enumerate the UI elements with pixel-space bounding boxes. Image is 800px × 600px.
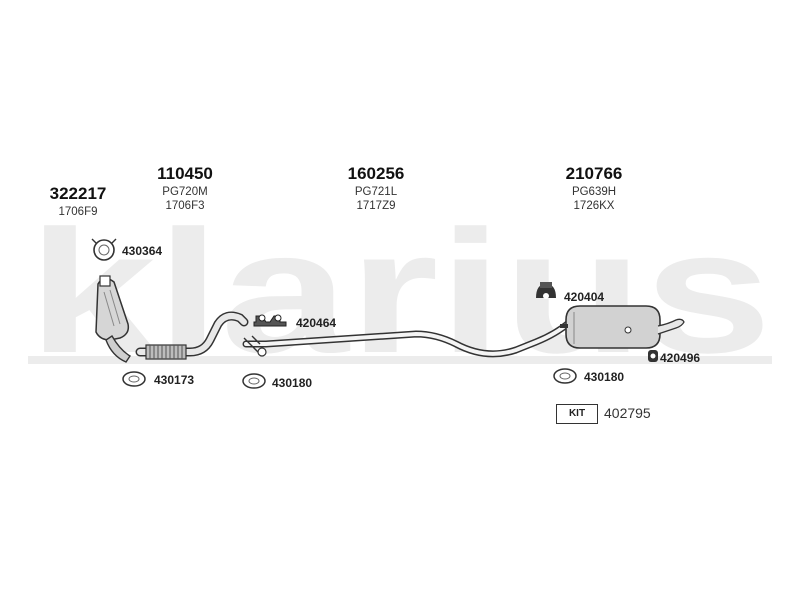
part-code-secondary: 1717Z9	[356, 200, 396, 212]
clamp-oval-icon	[122, 371, 146, 387]
part-number: 210766	[565, 164, 623, 183]
rubber-mount-icon	[253, 314, 287, 327]
part-code-secondary: 1706F3	[165, 200, 205, 212]
part-code: PG721L	[354, 186, 398, 198]
callout-mount: 420404	[564, 290, 605, 304]
part-header-3: 160256 PG721L 1717Z9	[336, 164, 416, 212]
callout-clamp: 430173	[154, 373, 195, 387]
callout-clamp: 430180	[584, 370, 625, 384]
part-header-2: 110450 PG720M 1706F3	[145, 164, 225, 212]
callout-mount: 420496	[660, 351, 701, 365]
callout-clamp: 430364	[122, 244, 163, 258]
kit-box: KIT	[556, 404, 598, 424]
part-code: 1706F9	[58, 206, 98, 218]
part-number: 322217	[49, 184, 107, 203]
part-number: 110450	[157, 164, 213, 183]
centre-pipe-icon	[242, 318, 574, 358]
part-header-1: 322217 1706F9	[38, 184, 118, 218]
part-code: PG639H	[571, 186, 617, 198]
part-number: 160256	[347, 164, 405, 183]
part-code-secondary: 1726KX	[573, 200, 615, 212]
part-code: PG720M	[162, 186, 208, 198]
clamp-oval-icon	[553, 368, 577, 384]
part-header-4: 210766 PG639H 1726KX	[554, 164, 634, 212]
hanger-mount-icon	[536, 282, 556, 299]
clamp-oval-icon	[242, 373, 266, 389]
rubber-ring-icon	[648, 350, 658, 362]
callout-clamp: 430180	[272, 376, 313, 390]
kit-number: 402795	[604, 405, 651, 421]
clamp-ring-icon	[91, 238, 117, 261]
catalytic-converter-icon	[95, 275, 131, 363]
callout-mount: 420464	[296, 316, 337, 330]
flexible-pipe-icon	[135, 311, 249, 360]
rear-silencer-icon	[560, 305, 685, 349]
